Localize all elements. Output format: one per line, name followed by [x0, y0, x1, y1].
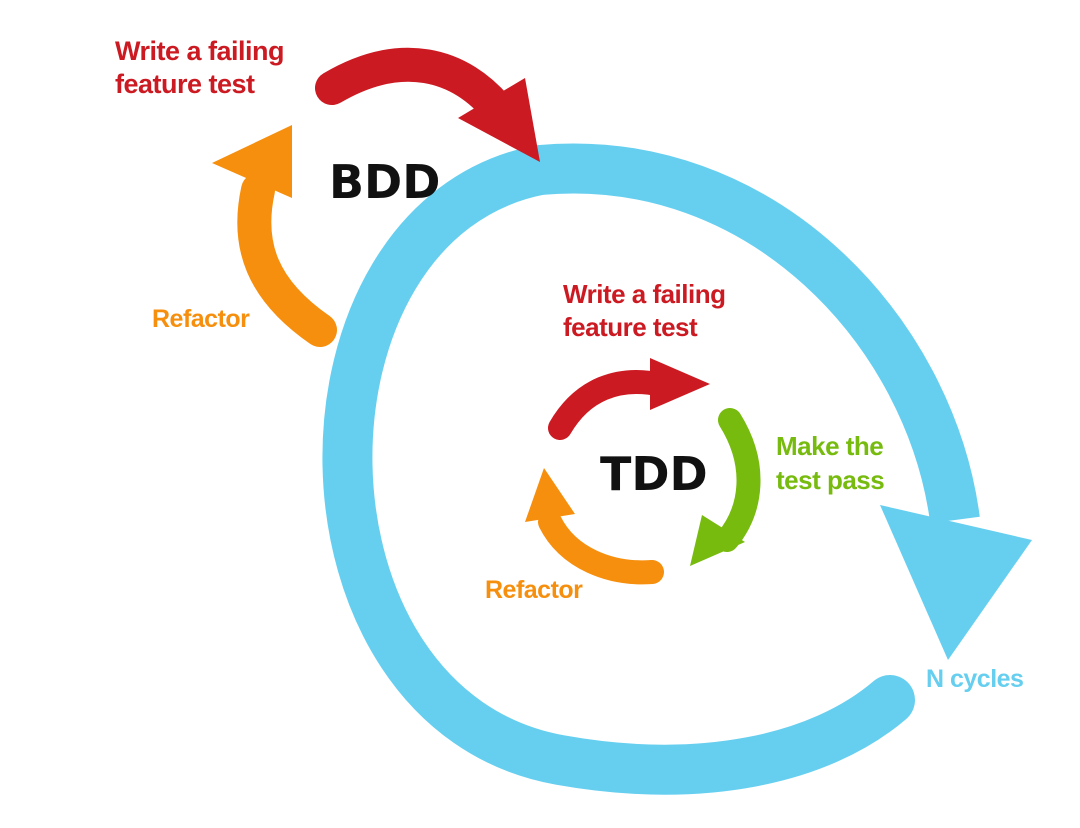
tdd-write-label: Write a failing feature test — [563, 279, 732, 342]
tdd-write-arrow-shaft — [548, 370, 674, 440]
tdd-refactor-arrowhead — [525, 468, 575, 522]
tdd-refactor-arrow-shaft — [538, 510, 664, 585]
bdd-title: BDD — [329, 155, 440, 209]
tdd-pass-arrow — [690, 408, 761, 566]
bdd-write-arrowhead — [458, 78, 540, 162]
bdd-write-arrow-shaft — [315, 47, 517, 129]
bdd-write-arrow — [315, 47, 540, 162]
tdd-write-arrow — [548, 358, 710, 440]
tdd-pass-arrow-shaft — [715, 408, 761, 552]
bdd-refactor-arrowhead — [212, 125, 292, 198]
outer-cycle-arc-right — [537, 143, 980, 524]
tdd-title: TDD — [600, 447, 708, 501]
tdd-refactor-arrow — [525, 468, 664, 585]
tdd-pass-arrowhead — [690, 515, 745, 566]
outer-cycle-arrowhead — [880, 505, 1032, 660]
outer-cycle-label: N cycles — [926, 665, 1023, 693]
tdd-pass-label: Make the test pass — [776, 431, 890, 495]
tdd-refactor-label: Refactor — [485, 576, 583, 604]
outer-cycle-arrow — [322, 143, 1032, 795]
outer-cycle-arc — [322, 145, 915, 795]
bdd-refactor-arrow — [212, 125, 337, 347]
bdd-refactor-label: Refactor — [152, 305, 250, 333]
bdd-write-label: Write a failing feature test — [115, 36, 291, 99]
tdd-write-arrowhead — [650, 358, 710, 410]
bdd-refactor-arrow-shaft — [237, 173, 337, 347]
